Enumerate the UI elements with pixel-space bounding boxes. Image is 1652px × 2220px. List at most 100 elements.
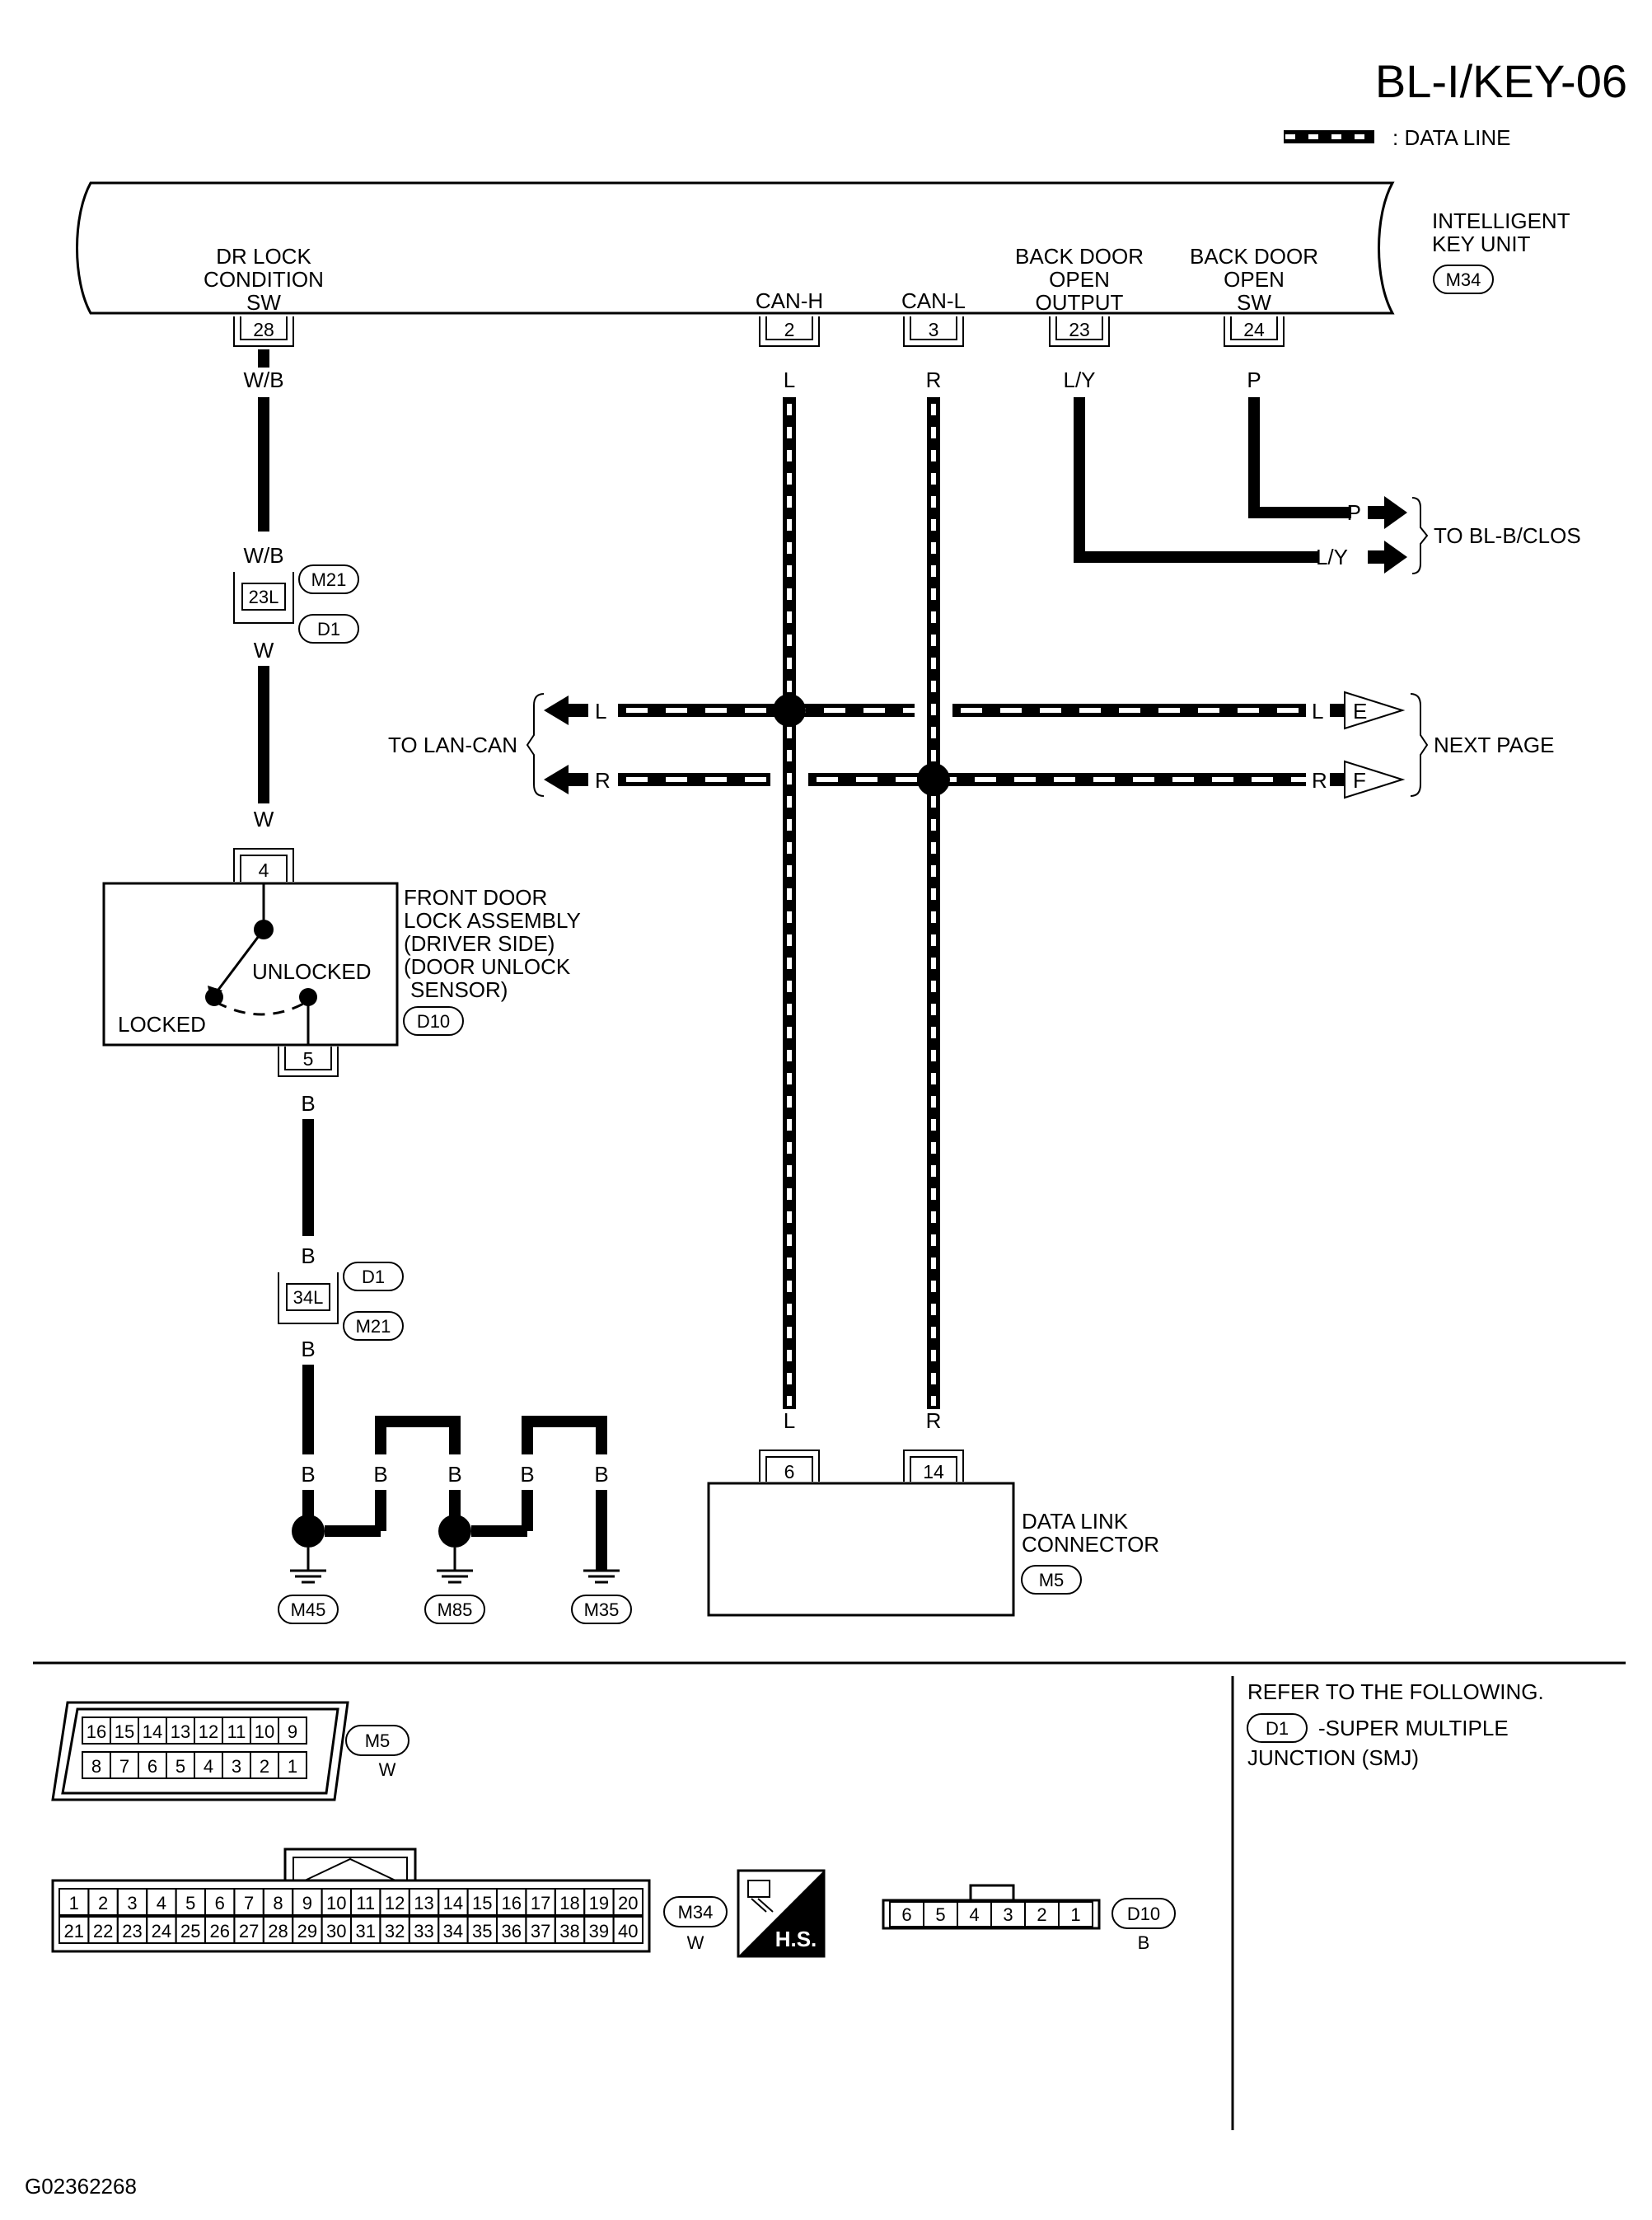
refer-line-2: JUNCTION (SMJ) bbox=[1247, 1745, 1419, 1770]
t28-label-3: SW bbox=[246, 290, 281, 315]
pin-3: 3 bbox=[903, 316, 964, 347]
pin-2-number: 2 bbox=[784, 319, 795, 340]
m34-pin-11: 11 bbox=[356, 1893, 375, 1913]
d10-pin-1-cell bbox=[1058, 1901, 1093, 1927]
dlc-box bbox=[707, 1482, 1015, 1617]
ground-jumper-wire-1: B bbox=[373, 1462, 387, 1487]
harness-side-badge: H.S. bbox=[737, 1869, 826, 1958]
lan-row-r-flag: F bbox=[1353, 768, 1366, 793]
m5-color: W bbox=[379, 1759, 396, 1780]
m34-pin-5: 5 bbox=[185, 1893, 195, 1913]
m34-pin-19: 19 bbox=[589, 1893, 609, 1913]
m34-pin-37: 37 bbox=[531, 1921, 550, 1941]
refer-heading: REFER TO THE FOLLOWING. bbox=[1247, 1679, 1544, 1704]
splice-upper-connector: 23L M21 D1 bbox=[233, 564, 359, 644]
t28-label-1: DR LOCK bbox=[216, 244, 311, 269]
d10-pin-5: 5 bbox=[935, 1904, 945, 1925]
pin-23-number: 23 bbox=[1069, 319, 1090, 340]
m34-pin-29: 29 bbox=[297, 1921, 317, 1941]
m34-pin-30: 30 bbox=[326, 1921, 346, 1941]
pin-24: 24 bbox=[1224, 316, 1285, 347]
ground-splice-1 bbox=[292, 1515, 325, 1548]
wire-label-wb-top: W/B bbox=[243, 368, 283, 392]
m5-pin-8: 8 bbox=[91, 1756, 101, 1777]
d10-pin-1: 1 bbox=[1070, 1904, 1080, 1925]
m5-pin-6: 6 bbox=[147, 1756, 157, 1777]
m5-pin-9: 9 bbox=[288, 1721, 297, 1742]
door-lock-wire-bottom: B bbox=[301, 1091, 315, 1116]
hs-label: H.S. bbox=[775, 1927, 817, 1951]
d10-pin-3: 3 bbox=[1003, 1904, 1013, 1925]
m5-pin-12: 12 bbox=[199, 1721, 218, 1742]
d10-name: D10 bbox=[1127, 1904, 1160, 1924]
m5-pin-15: 15 bbox=[115, 1721, 134, 1742]
bl-b-clos-wire-p: P bbox=[1347, 500, 1361, 525]
dlc-pin-6: 6 bbox=[784, 1461, 795, 1482]
dlc-label-2: CONNECTOR bbox=[1022, 1532, 1159, 1557]
m34-name: M34 bbox=[678, 1902, 714, 1923]
state-locked: LOCKED bbox=[118, 1012, 206, 1037]
back-door-wires: P L/Y TO BL-B/CLOS bbox=[1074, 397, 1581, 574]
pin-28-number: 28 bbox=[253, 319, 274, 340]
m34-pin-39: 39 bbox=[589, 1921, 609, 1941]
dlc-wire-r: R bbox=[926, 1408, 942, 1433]
ground-1-wire: B bbox=[301, 1462, 315, 1487]
lan-row-l: L L E bbox=[544, 691, 1406, 730]
ground-m45: M45 bbox=[291, 1599, 326, 1620]
m34-pin-4: 4 bbox=[157, 1893, 166, 1913]
m34-pin-21: 21 bbox=[63, 1921, 83, 1941]
m5-pin-7: 7 bbox=[119, 1756, 129, 1777]
m34-pin-22: 22 bbox=[93, 1921, 113, 1941]
m34-pin-10: 10 bbox=[326, 1893, 346, 1913]
m34-pin-24: 24 bbox=[152, 1921, 171, 1941]
ground-2-wire: B bbox=[447, 1462, 461, 1487]
to-bl-b-clos-label: TO BL-B/CLOS bbox=[1434, 523, 1581, 548]
m34-pin-28: 28 bbox=[268, 1921, 288, 1941]
m5-pin-3: 3 bbox=[232, 1756, 241, 1777]
data-link-connector: 6 14 DATA LINK CONNECTOR M5 bbox=[707, 1450, 1159, 1617]
switch-locked-contact bbox=[205, 988, 223, 1006]
m34-pin-15: 15 bbox=[472, 1893, 492, 1913]
m34-pin-31: 31 bbox=[355, 1921, 375, 1941]
pin-28: 28 bbox=[233, 316, 294, 347]
ground-network: B B B B M45 M85 M35 bbox=[278, 1416, 632, 1624]
door-lock-connector: D10 bbox=[417, 1011, 450, 1032]
m5-pin-14: 14 bbox=[143, 1721, 162, 1742]
ground-m85: M85 bbox=[438, 1599, 473, 1620]
m5-pin-4: 4 bbox=[204, 1756, 213, 1777]
m34-pin-36: 36 bbox=[501, 1921, 521, 1941]
dlc-wire-l: L bbox=[784, 1408, 795, 1433]
connector-badge bbox=[1433, 265, 1494, 294]
dlc-pin-14: 14 bbox=[923, 1461, 944, 1482]
splice-lower-connector-b: M21 bbox=[356, 1316, 391, 1337]
door-lock-pin-top: 4 bbox=[259, 859, 269, 881]
to-lan-can-label: TO LAN-CAN bbox=[388, 733, 517, 757]
key-unit-name-2: KEY UNIT bbox=[1432, 232, 1531, 256]
m34-pin-27: 27 bbox=[239, 1921, 259, 1941]
m34-pin-33: 33 bbox=[414, 1921, 433, 1941]
m34-pin-9: 9 bbox=[302, 1893, 312, 1913]
intelligent-key-unit: INTELLIGENT KEY UNIT M34 DR LOCK CONDITI… bbox=[76, 181, 1570, 347]
splice-lower-connector: 34L D1 M21 bbox=[278, 1262, 404, 1341]
can-h-junction bbox=[773, 694, 806, 727]
t23-label-1: BACK DOOR bbox=[1015, 244, 1144, 269]
m34-pin-7: 7 bbox=[244, 1893, 254, 1913]
m34-pin-26: 26 bbox=[209, 1921, 229, 1941]
splice-upper-pin: 23L bbox=[249, 587, 279, 607]
splice-lower-wire-top: B bbox=[301, 1243, 315, 1268]
door-lock-box bbox=[102, 882, 399, 1047]
m34-pin-1: 1 bbox=[69, 1893, 79, 1913]
d10-pin-6: 6 bbox=[901, 1904, 911, 1925]
bl-b-clos-wire-ly: L/Y bbox=[1316, 545, 1348, 569]
door-lock-wire-top: W bbox=[254, 807, 274, 831]
next-page-label: NEXT PAGE bbox=[1434, 733, 1554, 757]
splice-upper-wire-top: W/B bbox=[243, 543, 283, 568]
m34-pin-40: 40 bbox=[618, 1921, 638, 1941]
door-lock-label-4: (DOOR UNLOCK bbox=[404, 954, 571, 979]
wire-label-r-top: R bbox=[926, 368, 942, 392]
t23-label-2: OPEN bbox=[1049, 267, 1110, 292]
ground-jumper-wire-2: B bbox=[520, 1462, 534, 1487]
m34-pin-12: 12 bbox=[385, 1893, 405, 1913]
